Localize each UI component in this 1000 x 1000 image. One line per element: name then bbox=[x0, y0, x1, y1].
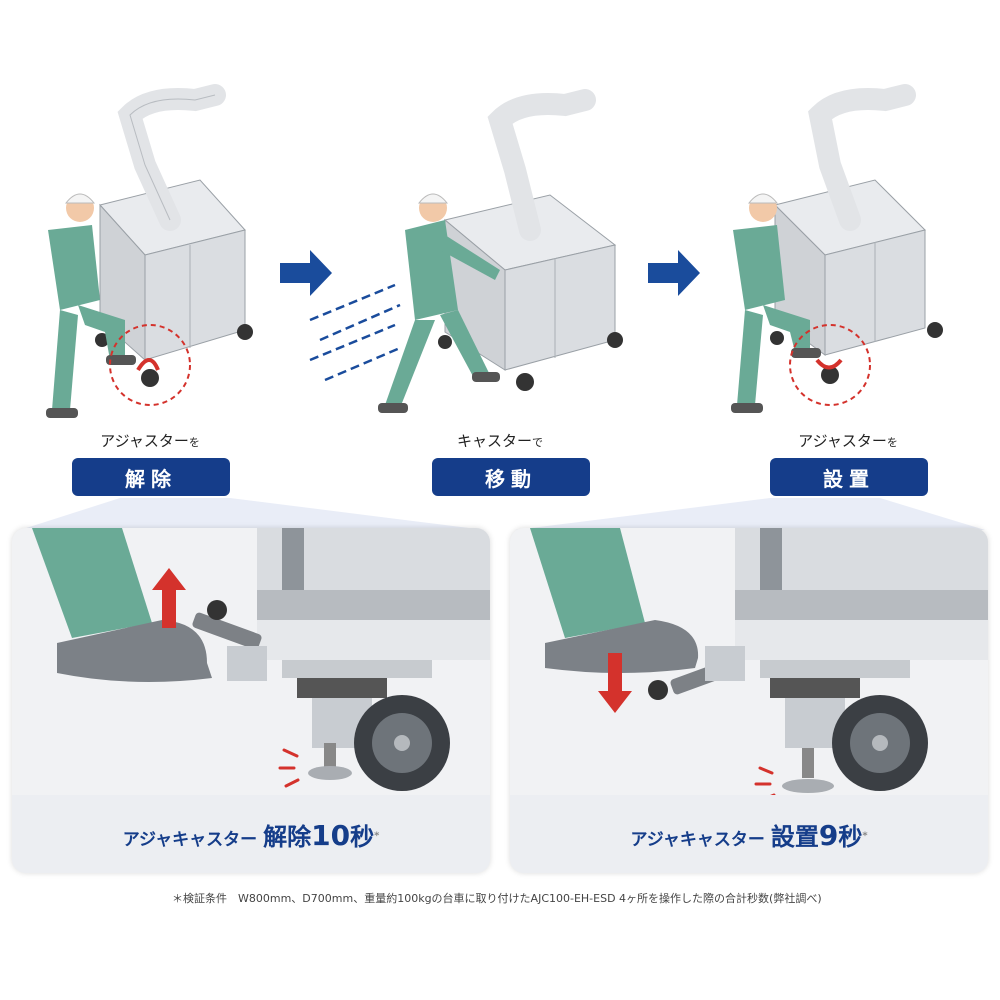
label-prefix: アジャキャスター bbox=[630, 829, 765, 850]
step-caption: アジャスターを bbox=[748, 430, 948, 451]
label-unit: 秒 bbox=[838, 822, 863, 851]
label-unit: 秒 bbox=[350, 822, 375, 851]
step-caption-particle: で bbox=[532, 436, 543, 449]
next-arrow-icon bbox=[648, 250, 700, 296]
scene-move bbox=[300, 70, 640, 430]
step-badge-release: 解除 bbox=[72, 458, 230, 496]
detail-panel-set: アジャキャスター 設置9秒* bbox=[510, 528, 988, 873]
scene-set bbox=[725, 70, 965, 430]
test-conditions-note: ＊検証条件 W800mm、D700mm、重量約100kgの台車に取り付けたAJC… bbox=[172, 892, 822, 905]
label-prefix: アジャキャスター bbox=[122, 829, 258, 850]
label-number: 9 bbox=[818, 818, 839, 852]
scene-release bbox=[30, 70, 270, 430]
robot-cart-illustration bbox=[731, 84, 943, 413]
step-badge-set: 設置 bbox=[770, 458, 928, 496]
step-badge-move: 移動 bbox=[432, 458, 590, 496]
detail-panel-footer: アジャキャスター 解除10秒* bbox=[12, 795, 490, 873]
detail-panel-footer: アジャキャスター 設置9秒* bbox=[510, 795, 988, 873]
caster-closeup-illustration bbox=[530, 528, 988, 802]
footnote-mark: * bbox=[374, 829, 380, 841]
step-caption-main: アジャスター bbox=[798, 432, 887, 450]
step-caption-main: キャスター bbox=[456, 432, 532, 450]
next-arrow-icon bbox=[280, 250, 332, 296]
set-time-label: アジャキャスター 設置9秒* bbox=[630, 817, 867, 852]
label-action: 解除 bbox=[263, 822, 312, 851]
release-time-label: アジャキャスター 解除10秒* bbox=[123, 817, 380, 852]
step-caption: アジャスターを bbox=[50, 430, 250, 451]
zoom-beam bbox=[20, 498, 985, 530]
robot-cart-illustration bbox=[46, 84, 253, 418]
robot-cart-illustration bbox=[309, 89, 623, 413]
step-caption-main: アジャスター bbox=[100, 432, 189, 450]
label-number: 10 bbox=[311, 818, 351, 852]
detail-panel-release: アジャキャスター 解除10秒* bbox=[12, 528, 490, 873]
step-caption-particle: を bbox=[188, 436, 200, 449]
caster-closeup-illustration bbox=[32, 528, 490, 791]
footnote-mark: * bbox=[862, 829, 868, 841]
label-action: 設置 bbox=[770, 822, 819, 851]
step-caption: キャスターで bbox=[400, 430, 600, 451]
step-caption-particle: を bbox=[886, 436, 898, 449]
